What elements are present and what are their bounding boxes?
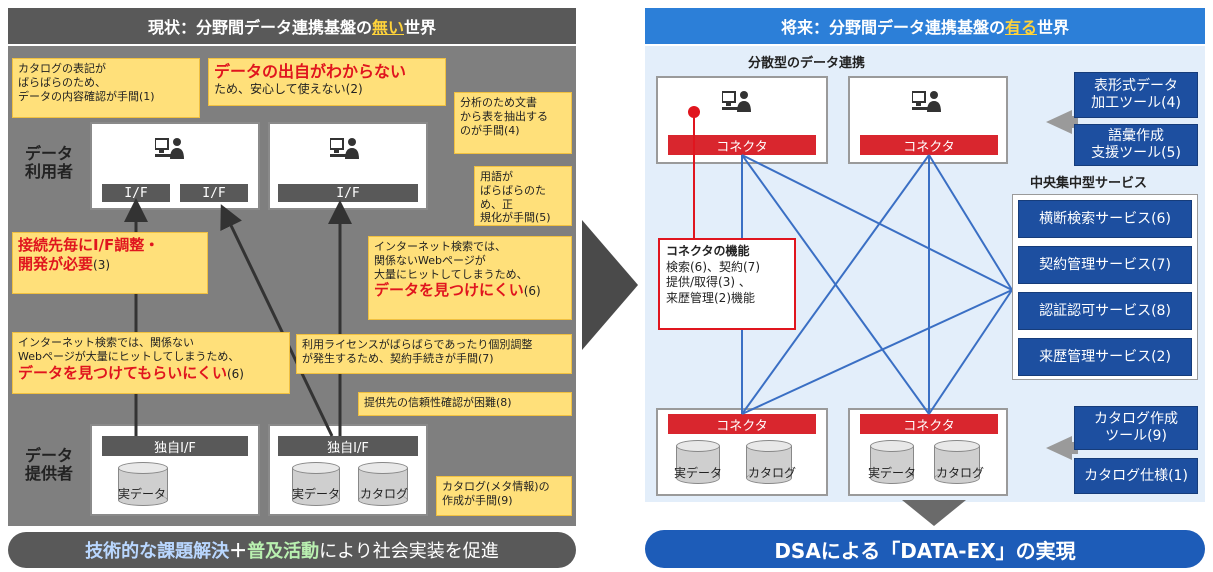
note-hard-to-be-found-red: データを見つけてもらいにくい xyxy=(18,363,227,382)
footer-part1: 技術的な課題解決 xyxy=(85,541,230,562)
right-header-prefix: 将来：分野間データ連携基盤の xyxy=(780,18,1005,37)
note-data-origin-rest: ため、安心して使えない(2) xyxy=(214,82,363,96)
tool-table-processing: 表形式データ 加工ツール(4) xyxy=(1074,72,1198,118)
left-footer-pill: 技術的な課題解決 ＋ 普及活動 により社会実装を促進 xyxy=(8,532,576,568)
user-computer-icon-4 xyxy=(912,91,941,112)
real-data-label-3: 実データ xyxy=(674,466,723,480)
connector-function-title: コネクタの機能 xyxy=(666,244,750,258)
note-trust: 提供先の信頼性確認が困難(8) xyxy=(358,392,572,416)
service-cross-search: 横断検索サービス(6) xyxy=(1018,200,1192,238)
note-if-adjustment-red: 接続先毎にI/F調整・ 開発が必要 xyxy=(18,236,160,273)
real-data-cylinder-3 xyxy=(676,440,720,484)
left-header-suffix: 世界 xyxy=(404,18,437,37)
if-bar-3: I/F xyxy=(278,184,418,202)
connector-bar-bottom-right: コネクタ xyxy=(860,414,998,434)
real-data-label-4: 実データ xyxy=(868,466,917,480)
connector-bar-bottom-left: コネクタ xyxy=(668,414,816,434)
role-data-user: データ 利用者 xyxy=(24,144,73,182)
note-if-adjustment-num: (3) xyxy=(93,257,111,272)
note-if-adjustment: 接続先毎にI/F調整・ 開発が必要(3) xyxy=(12,232,208,294)
note-hard-to-be-found-text: インターネット検索では、関係ない Webページが大量にヒットしてしまうため、 xyxy=(18,336,240,363)
catalog-label-4: カタログ xyxy=(936,466,985,480)
connector-function-body: 検索(6)、契約(7) 提供/取得(3) 、 来歴管理(2)機能 xyxy=(666,259,760,305)
own-if-bar-1: 独自I/F xyxy=(102,436,248,456)
transition-chevron-icon xyxy=(582,220,638,350)
if-bar-1: I/F xyxy=(102,184,170,202)
distributed-label: 分散型のデータ連携 xyxy=(748,56,866,71)
service-provenance: 来歴管理サービス(2) xyxy=(1018,338,1192,376)
role-data-provider: データ 提供者 xyxy=(24,446,73,484)
user-computer-icon-2 xyxy=(330,138,359,159)
footer-part3: により社会実装を促進 xyxy=(319,541,499,562)
tool-catalog-spec: カタログ仕様(1) xyxy=(1074,458,1198,494)
left-header: 現状：分野間データ連携基盤の 無い 世界 xyxy=(8,8,576,44)
real-data-label-1: 実データ xyxy=(118,487,167,501)
connector-function-box: コネクタの機能 検索(6)、契約(7) 提供/取得(3) 、 来歴管理(2)機能 xyxy=(658,238,796,330)
right-header: 将来：分野間データ連携基盤の 有る 世界 xyxy=(645,8,1205,44)
note-hard-to-find-num: (6) xyxy=(523,284,541,299)
connector-bar-top-left: コネクタ xyxy=(668,135,816,155)
real-data-cylinder-4 xyxy=(870,440,914,484)
note-vocabulary: 用語が ばらばらのため、正 規化が手間(5) xyxy=(474,166,572,226)
left-header-prefix: 現状：分野間データ連携基盤の xyxy=(147,18,372,37)
catalog-label-left: カタログ xyxy=(360,487,409,501)
user-computer-icon-3 xyxy=(722,91,751,112)
note-data-origin: データの出自がわからない ため、安心して使えない(2) xyxy=(208,58,446,106)
real-data-cylinder-2 xyxy=(292,462,340,506)
note-hard-to-be-found-num: (6) xyxy=(226,366,244,381)
right-header-suffix: 世界 xyxy=(1037,18,1070,37)
note-hard-to-find: インターネット検索では、 関係ないWebページが 大量にヒットしてしまうため、 … xyxy=(368,236,572,320)
note-table-extraction: 分析のため文書 から表を抽出する のが手間(4) xyxy=(454,92,572,154)
catalog-label-3: カタログ xyxy=(748,466,797,480)
tool-catalog-creation: カタログ作成 ツール(9) xyxy=(1074,406,1198,450)
if-bar-2: I/F xyxy=(180,184,248,202)
note-license: 利用ライセンスがばらばらであったり個別調整 が発生するため、契約手続きが手間(7… xyxy=(296,334,572,374)
note-catalog-creation: カタログ(メタ情報)の 作成が手間(9) xyxy=(436,476,572,516)
note-hard-to-find-red: データを見つけにくい xyxy=(374,281,524,300)
note-hard-to-find-text: インターネット検索では、 関係ないWebページが 大量にヒットしてしまうため、 xyxy=(374,240,528,281)
right-footer-pill: DSAによる「DATA-EX」の実現 xyxy=(645,530,1205,568)
note-catalog-notation: カタログの表記が ばらばらのため、 データの内容確認が手間(1) xyxy=(12,58,200,118)
own-if-bar-2: 独自I/F xyxy=(278,436,418,456)
footer-part2: 普及活動 xyxy=(247,541,320,562)
user-computer-icon xyxy=(155,138,184,159)
catalog-cylinder-left xyxy=(358,462,408,506)
note-data-origin-red: データの出自がわからない xyxy=(214,62,407,81)
footer-plus: ＋ xyxy=(229,541,248,562)
right-header-highlight: 有る xyxy=(1004,18,1037,37)
connector-bar-top-right: コネクタ xyxy=(860,135,998,155)
left-header-highlight: 無い xyxy=(371,18,404,37)
central-services-title: 中央集中型サービス xyxy=(1030,176,1148,191)
catalog-cylinder-3 xyxy=(746,440,792,484)
catalog-cylinder-4 xyxy=(934,440,980,484)
service-contract-management: 契約管理サービス(7) xyxy=(1018,246,1192,284)
service-auth: 認証認可サービス(8) xyxy=(1018,292,1192,330)
tool-vocabulary-support: 語彙作成 支援ツール(5) xyxy=(1074,124,1198,166)
note-hard-to-be-found: インターネット検索では、関係ない Webページが大量にヒットしてしまうため、 デ… xyxy=(12,332,290,394)
real-data-cylinder-1 xyxy=(118,462,168,506)
real-data-label-2: 実データ xyxy=(292,487,341,501)
